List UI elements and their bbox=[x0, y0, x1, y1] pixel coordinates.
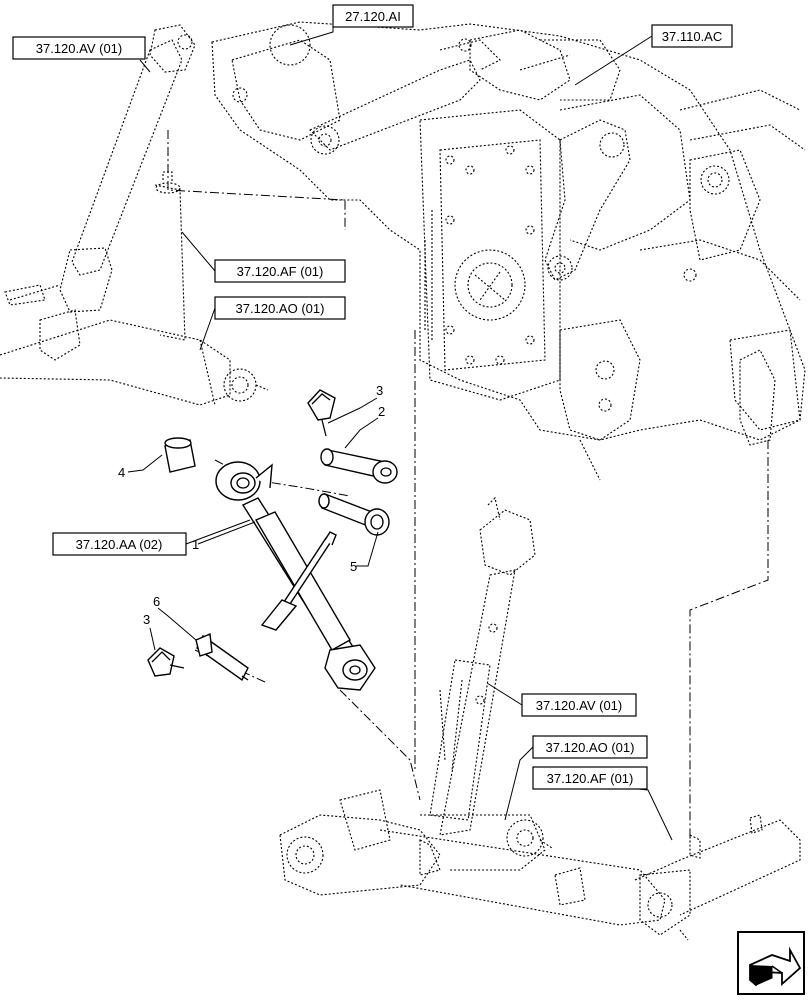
svg-text:37.110.AC: 37.110.AC bbox=[662, 29, 722, 44]
right-lower-link-assembled bbox=[279, 789, 801, 941]
right-top-link-assembled bbox=[429, 496, 536, 836]
part-1-top-link[interactable] bbox=[215, 461, 376, 691]
ref-label-37-120-af-left[interactable]: 37.120.AF (01) bbox=[214, 259, 346, 283]
ref-label-37-120-ao-right[interactable]: 37.120.AO (01) bbox=[532, 735, 648, 759]
item-number-3-lower: 3 bbox=[143, 612, 150, 627]
ref-label-37-110-ac[interactable]: 37.110.AC bbox=[651, 24, 733, 48]
part-4-bushing[interactable] bbox=[164, 437, 196, 473]
svg-text:37.120.AO (01): 37.120.AO (01) bbox=[546, 740, 635, 755]
item-number-5: 5 bbox=[350, 559, 357, 574]
part-5-pin[interactable] bbox=[318, 493, 390, 536]
svg-text:27.120.AI: 27.120.AI bbox=[345, 9, 401, 24]
svg-text:37.120.AO (01): 37.120.AO (01) bbox=[236, 301, 325, 316]
svg-text:37.120.AF (01): 37.120.AF (01) bbox=[237, 264, 324, 279]
item-number-1: 1 bbox=[192, 537, 199, 552]
item-number-3-upper: 3 bbox=[376, 383, 383, 398]
part-3-linch-pin-lower[interactable] bbox=[147, 647, 185, 677]
ref-label-37-120-aa[interactable]: 37.120.AA (02) bbox=[52, 532, 187, 556]
ref-label-27-120-ai[interactable]: 27.120.AI bbox=[332, 4, 414, 28]
ref-label-37-120-ao-left[interactable]: 37.120.AO (01) bbox=[214, 296, 346, 320]
item-number-4: 4 bbox=[118, 465, 125, 480]
ref-label-37-120-af-right[interactable]: 37.120.AF (01) bbox=[532, 766, 648, 790]
svg-text:37.120.AA (02): 37.120.AA (02) bbox=[76, 537, 163, 552]
rear-axle-housing bbox=[211, 21, 806, 481]
ref-label-37-120-av-top[interactable]: 37.120.AV (01) bbox=[12, 36, 146, 60]
svg-text:37.120.AV (01): 37.120.AV (01) bbox=[36, 41, 122, 56]
item-number-6: 6 bbox=[153, 594, 160, 609]
leader-lines bbox=[127, 15, 673, 841]
svg-text:37.120.AF (01): 37.120.AF (01) bbox=[547, 771, 634, 786]
part-2-pin[interactable] bbox=[320, 448, 398, 484]
item-number-2: 2 bbox=[378, 404, 385, 419]
lift-arm-assembly bbox=[309, 38, 631, 281]
left-top-link-background bbox=[9, 24, 196, 361]
svg-text:37.120.AV (01): 37.120.AV (01) bbox=[536, 698, 622, 713]
item-numbers: 1 2 3 3 4 5 6 bbox=[118, 383, 385, 627]
part-6-pin[interactable] bbox=[195, 632, 249, 682]
part-3-linch-pin-upper[interactable] bbox=[307, 389, 336, 437]
left-lower-link-background bbox=[0, 171, 269, 406]
next-page-arrow-icon[interactable] bbox=[737, 931, 805, 995]
ref-label-37-120-av-right[interactable]: 37.120.AV (01) bbox=[521, 693, 637, 717]
